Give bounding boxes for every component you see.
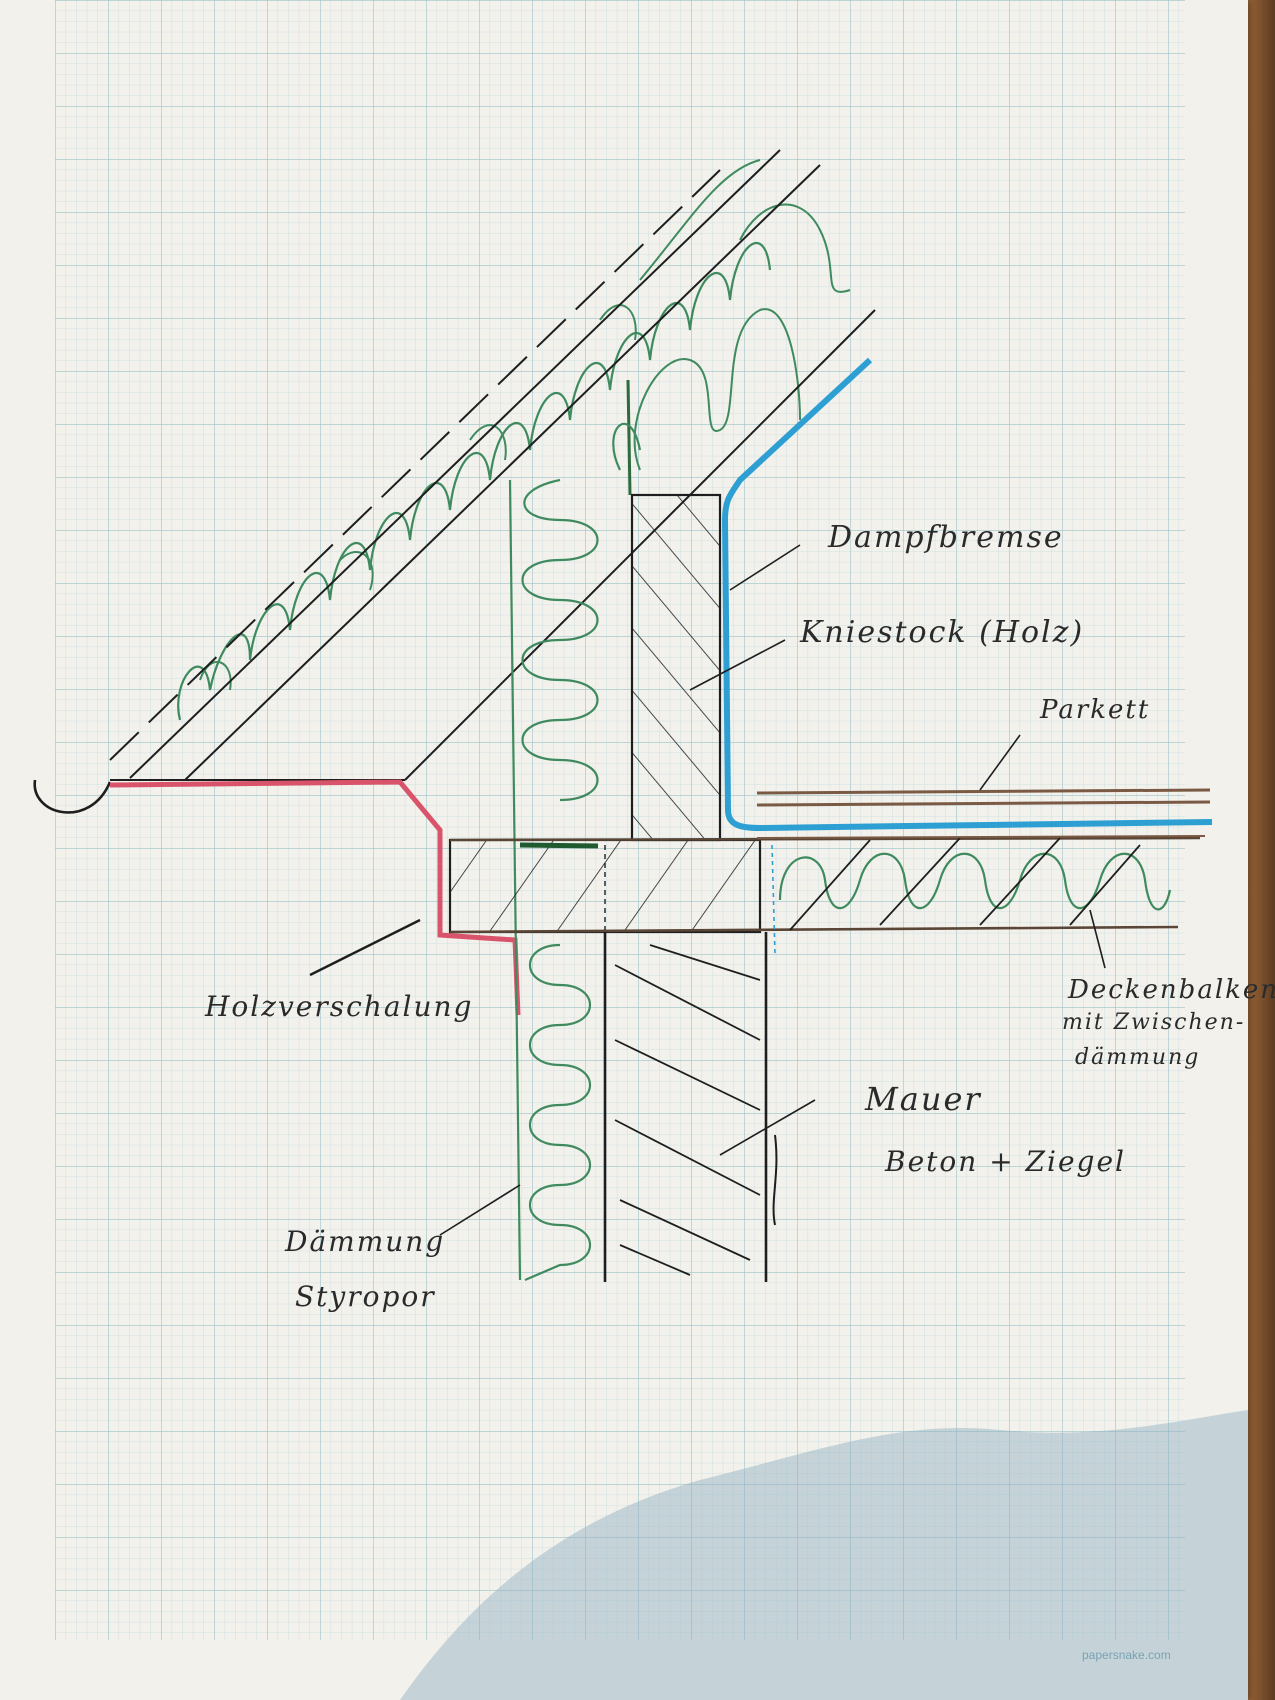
rafter-bottom-edge xyxy=(184,164,821,781)
leader-holzverschalung xyxy=(309,918,421,977)
leader-parkett xyxy=(979,734,1021,791)
floor-slab-bottom xyxy=(449,925,1179,934)
insulation-inner-line xyxy=(626,379,632,496)
wall-detail xyxy=(772,1134,778,1226)
kniestock-post xyxy=(630,493,722,842)
parquet-line-2 xyxy=(756,800,1211,807)
label-parkett: Parkett xyxy=(1040,695,1151,725)
vapor-barrier-line xyxy=(721,357,1213,832)
leader-deckenbalken xyxy=(1089,909,1106,969)
label-daemmung-material: Styropor xyxy=(295,1280,436,1313)
label-kniestock: Kniestock (Holz) xyxy=(800,615,1085,650)
label-mauer: Mauer xyxy=(865,1080,982,1118)
detail-drawing xyxy=(33,0,1248,1700)
lower-wall-insulation xyxy=(524,943,591,1282)
watermark: papersnake.com xyxy=(1082,1648,1171,1662)
roof-insulation-large xyxy=(633,203,851,471)
roof-line-outer xyxy=(109,169,721,761)
parquet-line-1 xyxy=(756,788,1211,795)
grid-major xyxy=(55,0,1185,1640)
leader-kniestock xyxy=(689,639,786,691)
upper-wall-insulation xyxy=(521,422,642,802)
black-dash-mark xyxy=(519,842,599,849)
roof-line-top xyxy=(129,149,781,779)
leader-mauer xyxy=(719,1099,816,1156)
vapor-dash xyxy=(771,844,776,956)
leader-daemmung xyxy=(439,1184,521,1236)
floor-slab-top xyxy=(449,836,1201,842)
roof-insulation-upper xyxy=(199,159,761,691)
label-deckenbalken-2: mit Zwischen- xyxy=(1062,1010,1246,1035)
photo-shadow xyxy=(400,1410,1248,1700)
parquet-line-3 xyxy=(756,835,1206,839)
label-dampfbremse: Dampfbremse xyxy=(828,520,1064,555)
label-deckenbalken-1: Deckenbalken xyxy=(1068,975,1275,1005)
label-mauer-material: Beton + Ziegel xyxy=(885,1145,1126,1178)
floor-insulation xyxy=(778,852,1172,911)
table-surface xyxy=(1245,0,1275,1700)
label-holzverschalung: Holzverschalung xyxy=(205,990,474,1023)
label-daemmung: Dämmung xyxy=(285,1225,446,1258)
roof-insulation xyxy=(177,241,772,721)
gutter xyxy=(33,779,112,814)
leader-dampfbremse xyxy=(729,544,801,591)
floor-hatch xyxy=(789,837,1141,931)
wall-hatch xyxy=(614,944,761,1276)
label-deckenbalken-3: dämmung xyxy=(1075,1045,1201,1070)
